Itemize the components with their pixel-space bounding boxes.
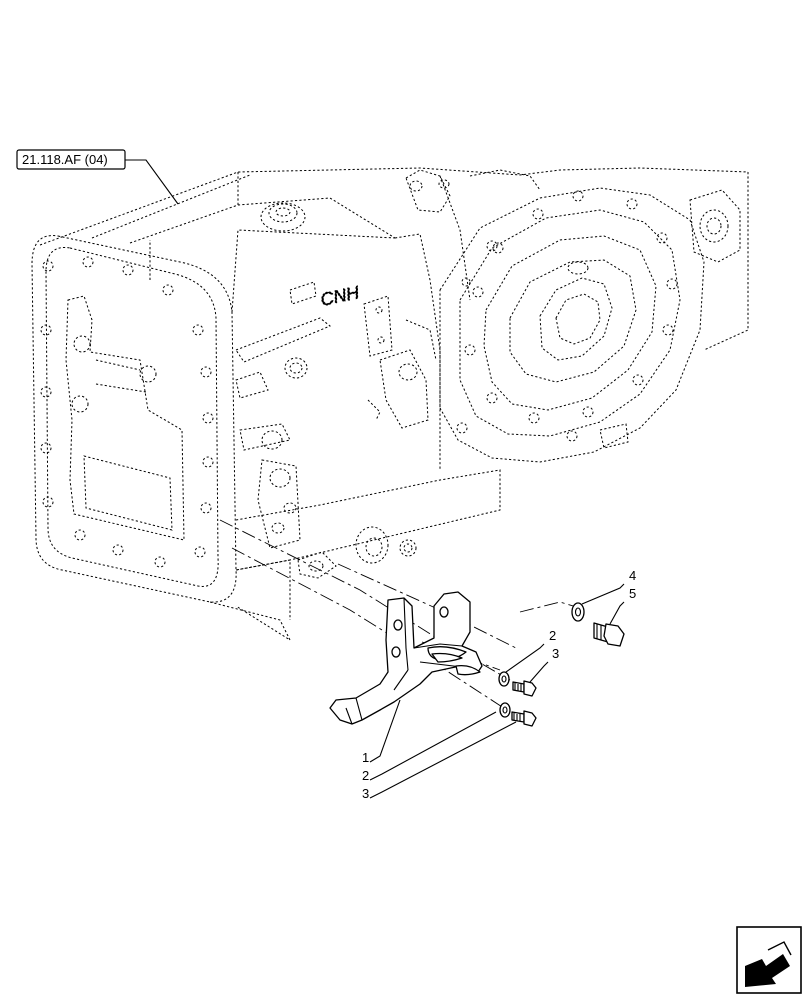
callout-3-upper[interactable]: 3 <box>529 646 559 683</box>
svg-text:3: 3 <box>552 646 559 661</box>
washer-part-2-lower <box>499 702 511 718</box>
svg-text:2: 2 <box>362 768 369 783</box>
bolt-part-3-lower <box>511 710 537 727</box>
callout-3-lower[interactable]: 3 <box>362 721 517 801</box>
callout-1[interactable]: 1 <box>362 699 401 765</box>
callout-4[interactable]: 4 <box>581 568 636 605</box>
bracket-part-1 <box>329 591 483 725</box>
callout-5[interactable]: 5 <box>609 586 636 625</box>
callout-2-upper[interactable]: 2 <box>505 628 556 673</box>
washer-part-4 <box>571 602 585 622</box>
svg-text:3: 3 <box>362 786 369 801</box>
housing-cast-lettering: CNH <box>318 282 362 311</box>
washer-part-2-upper <box>498 671 510 687</box>
svg-text:1: 1 <box>362 750 369 765</box>
reference-label[interactable]: 21.118.AF (04) <box>16 149 179 205</box>
callout-2-lower[interactable]: 2 <box>362 711 497 783</box>
reference-label-text: 21.118.AF (04) <box>22 152 108 167</box>
svg-text:4: 4 <box>629 568 636 583</box>
bolt-part-5 <box>593 622 625 647</box>
next-page-arrow-icon[interactable] <box>736 926 802 994</box>
svg-text:2: 2 <box>549 628 556 643</box>
svg-text:5: 5 <box>629 586 636 601</box>
bolt-part-3-upper <box>512 680 537 697</box>
svg-text:CNH: CNH <box>319 282 362 310</box>
transmission-housing-ghost: CNH <box>31 167 749 642</box>
